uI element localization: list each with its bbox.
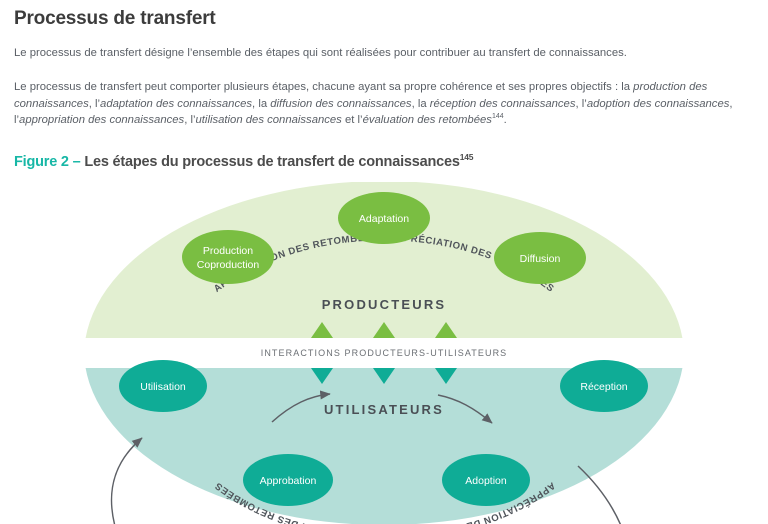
transfer-process-diagram: INTERACTIONS PRODUCTEURS-UTILISATEURS PR… bbox=[0, 182, 768, 524]
p2-mid-5: , l’ bbox=[14, 97, 733, 126]
p2-italic-3: diffusion des connaissances bbox=[270, 97, 412, 110]
p2-italic-6: appropriation des connaissances bbox=[19, 113, 185, 126]
node-production-label-1: Production bbox=[203, 245, 253, 257]
node-utilisation-label: Utilisation bbox=[140, 381, 186, 393]
p2-end: . bbox=[503, 113, 507, 126]
figure-title: Les étapes du processus de transfert de … bbox=[84, 154, 460, 170]
arrow-production-to-adaptation bbox=[271, 390, 331, 423]
p2-mid-4: , l’ bbox=[575, 97, 587, 110]
zone-label-utilisateurs: UTILISATEURS bbox=[324, 402, 444, 417]
p2-mid-2: , la bbox=[252, 97, 271, 110]
diagram-arrows bbox=[110, 390, 622, 524]
footnote-marker-144: 144 bbox=[491, 113, 504, 121]
triangle-down-3 bbox=[435, 368, 457, 384]
p2-mid-3: , la bbox=[411, 97, 430, 110]
node-diffusion[interactable]: Diffusion bbox=[494, 232, 586, 284]
page-title: Processus de transfert bbox=[14, 8, 216, 29]
arrow-adaptation-to-diffusion bbox=[437, 394, 493, 424]
node-adaptation-label: Adaptation bbox=[359, 213, 409, 225]
footnote-marker-145: 145 bbox=[459, 152, 474, 163]
triangle-up-2 bbox=[373, 322, 395, 338]
triangle-down-1 bbox=[311, 368, 333, 384]
triangle-up-1 bbox=[311, 322, 333, 338]
paragraph-2: Le processus de transfert peut comporter… bbox=[14, 79, 754, 128]
zone-label-producteurs: PRODUCTEURS bbox=[322, 297, 447, 312]
zone-utilisateurs-shape bbox=[85, 368, 683, 524]
p2-italic-5: adoption des connaissances bbox=[586, 97, 730, 110]
node-utilisation[interactable]: Utilisation bbox=[119, 360, 207, 412]
node-production[interactable]: Production Coproduction bbox=[182, 230, 274, 284]
node-adoption[interactable]: Adoption bbox=[442, 454, 530, 506]
node-approbation-label: Approbation bbox=[260, 475, 317, 487]
figure-caption: Figure 2 – Les étapes du processus de tr… bbox=[14, 152, 474, 170]
p2-mid-1: , l’ bbox=[88, 97, 101, 110]
p2-italic-7: utilisation des connaissances bbox=[195, 113, 342, 126]
article-text: Processus de transfert Le processus de t… bbox=[14, 8, 754, 128]
p2-mid-7: et l’ bbox=[341, 113, 363, 126]
p2-italic-2: adaptation des connaissances bbox=[100, 97, 253, 110]
node-adaptation[interactable]: Adaptation bbox=[338, 192, 430, 244]
p2-italic-8: évaluation des retombées bbox=[362, 113, 492, 126]
node-reception-label: Réception bbox=[580, 381, 627, 393]
arrow-diffusion-to-reception bbox=[577, 465, 622, 524]
node-diffusion-label: Diffusion bbox=[520, 253, 561, 265]
paragraph-1: Le processus de transfert désigne l’ense… bbox=[14, 46, 627, 59]
p2-lead: Le processus de transfert peut comporter… bbox=[14, 81, 634, 94]
p2-italic-1: production des connaissances bbox=[14, 81, 708, 110]
node-reception[interactable]: Réception bbox=[560, 360, 648, 412]
node-approbation[interactable]: Approbation bbox=[243, 454, 333, 506]
triangle-down-2 bbox=[373, 368, 395, 384]
zone-producteurs-shape bbox=[85, 182, 683, 338]
triangle-up-3 bbox=[435, 322, 457, 338]
figure-number: Figure 2 – bbox=[14, 154, 85, 170]
p2-mid-6: , l’ bbox=[184, 113, 196, 126]
node-adoption-label: Adoption bbox=[465, 475, 507, 487]
node-production-label-2: Coproduction bbox=[197, 259, 260, 271]
interaction-band-label: INTERACTIONS PRODUCTEURS-UTILISATEURS bbox=[261, 348, 508, 358]
p2-italic-4: réception des connaissances bbox=[429, 97, 576, 110]
arrow-utilisation-to-production bbox=[110, 437, 143, 524]
